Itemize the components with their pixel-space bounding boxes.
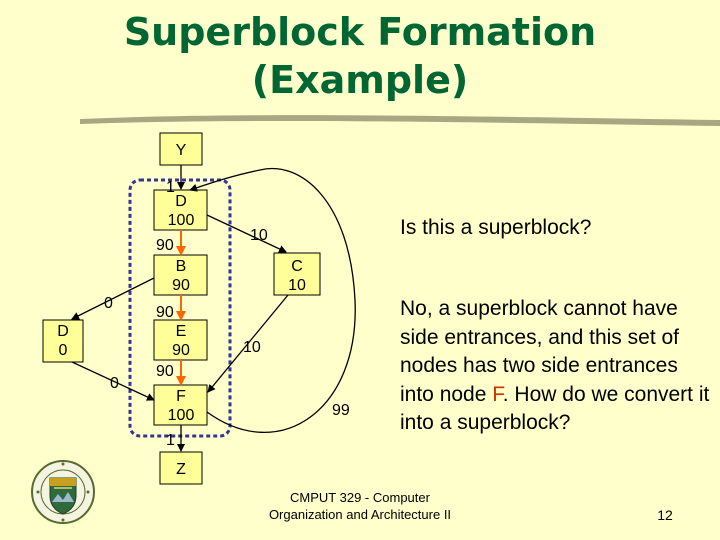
university-of-alberta-crest-icon [31,460,95,524]
node-f-label: F [176,388,186,405]
node-d0-box [42,319,84,363]
edge-label-e-to-f: 90 [156,363,174,380]
answer-text-part1: No, a superblock cannot have side entran… [400,297,679,406]
edge-label-y-to-d: 1 [166,179,175,196]
node-e-label: E [176,323,187,340]
node-c-count: 10 [288,277,306,294]
node-f-count: 100 [168,407,195,424]
node-e-count: 90 [172,342,190,359]
node-c-label: C [291,258,303,275]
node-d0-label: D [57,323,69,340]
superblock-boundary [128,178,232,438]
node-d0-count: 0 [59,342,68,359]
slide-title-line1: Superblock Formation [123,10,597,54]
edge-label-d0-to-f: 0 [110,375,119,392]
edge-d-to-c [206,214,287,253]
edge-label-f-back-to-d: 99 [332,402,350,419]
node-b-count: 90 [172,277,190,294]
node-b-box [153,254,208,296]
edge-d0-to-f [71,361,155,401]
edge-label-d-to-c: 10 [250,227,268,244]
answer-highlight-f: F [492,382,503,406]
node-y-label: Y [176,142,187,159]
footer-line2: Organization and Architecture II [268,507,452,522]
node-d-count: 100 [168,212,195,229]
footer-line1: CMPUT 329 - Computer [290,490,430,505]
node-d-box [153,189,208,231]
title-underline [80,115,720,126]
edge-label-b-to-d0: 0 [104,295,113,312]
edge-f-back-to-d [189,168,356,433]
node-z-box [159,451,203,485]
node-e-box [153,319,208,361]
footer-course: CMPUT 329 - Computer Organization and Ar… [240,489,480,523]
node-f-box [153,384,208,426]
page-number: 12 [657,507,673,523]
edge-c-to-f [207,294,289,393]
node-b-label: B [176,258,187,275]
slide-title: Superblock Formation (Example) [0,8,720,104]
node-z-label: Z [176,461,186,478]
answer-text-part2: . How do we convert it into a superblock… [400,382,710,435]
node-c-box [273,252,321,296]
edge-b-to-d0 [71,277,155,320]
node-d-label: D [175,193,187,210]
edge-label-d-to-b: 90 [156,237,174,254]
answer-text: No, a superblock cannot have side entran… [400,295,710,438]
edge-label-f-to-z: 1 [166,432,175,449]
slide-title-line2: (Example) [251,58,469,102]
edge-label-b-to-e: 90 [156,304,174,321]
question-text: Is this a superblock? [400,216,592,239]
edge-label-c-to-f: 10 [243,339,261,356]
